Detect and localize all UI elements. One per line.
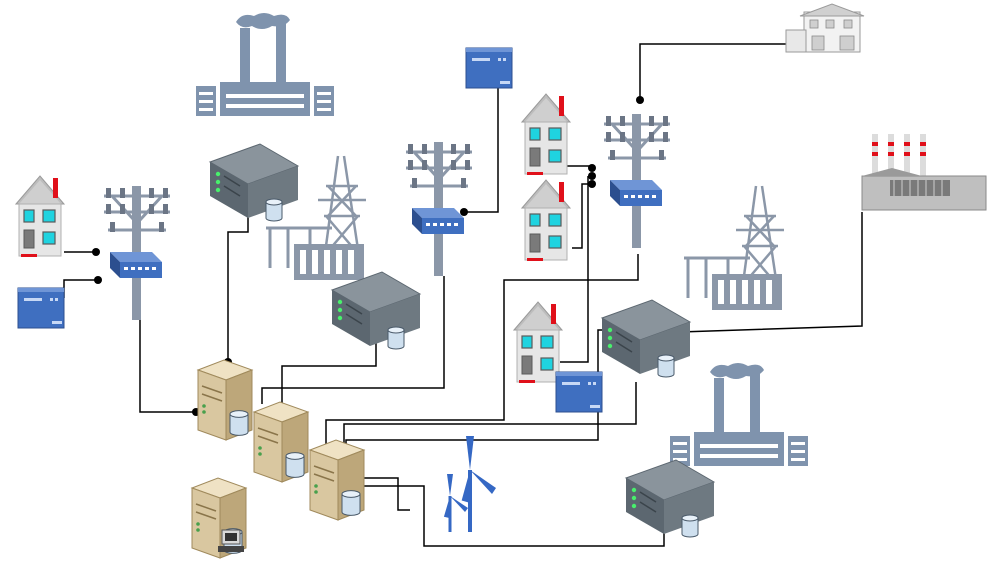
residential-building-top-right [785, 3, 865, 53]
workstation-server [191, 477, 247, 559]
house-center-top [521, 93, 571, 176]
rack-server-center [331, 271, 421, 350]
power-plant-bottom-right [670, 363, 808, 466]
smart-meter-top [465, 47, 513, 89]
distribution-pole-left [102, 184, 172, 322]
rack-server-top [209, 143, 299, 222]
house-center-mid [521, 179, 571, 262]
smart-meter-left [17, 287, 65, 329]
power-plant-top [196, 13, 334, 116]
rack-server-right [601, 299, 691, 378]
smart-meter-center-bottom [555, 371, 603, 413]
house-left [15, 175, 65, 258]
rack-server-bottom-right [625, 459, 715, 538]
distribution-pole-right [602, 112, 672, 250]
substation-right [682, 184, 786, 312]
tower-server-3 [309, 439, 365, 521]
tower-server-1 [197, 359, 253, 441]
industrial-factory-right [861, 134, 987, 211]
wind-turbines [443, 436, 496, 532]
tower-server-2 [253, 401, 309, 483]
house-center-bottom [513, 301, 563, 384]
